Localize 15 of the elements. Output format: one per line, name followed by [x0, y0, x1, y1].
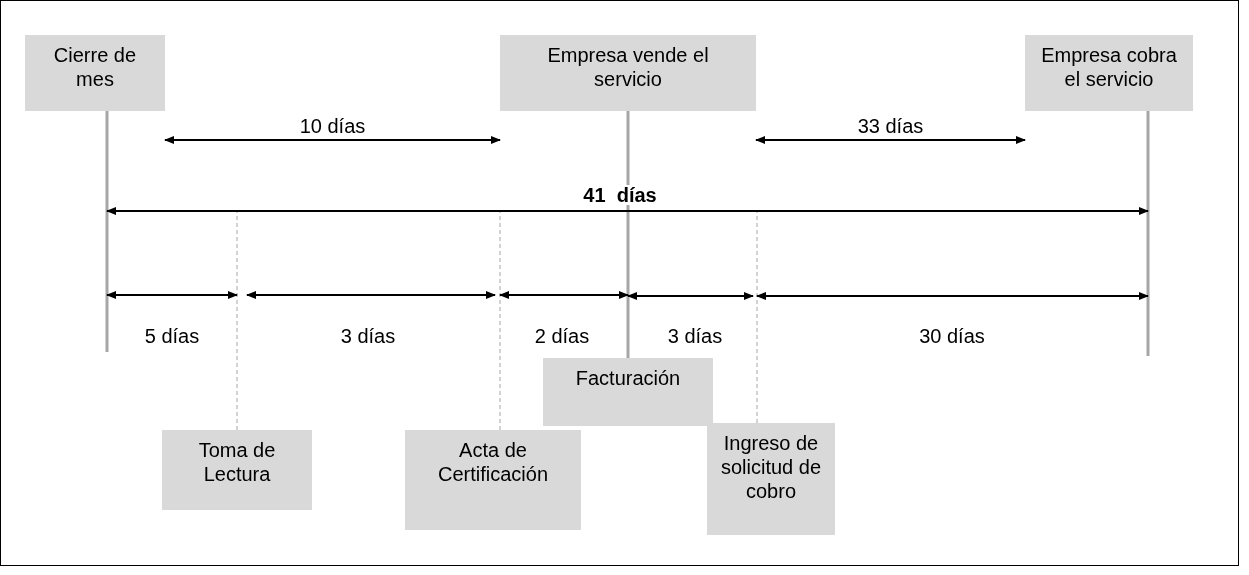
marker-line [1146, 111, 1150, 356]
marker-line [626, 111, 630, 358]
dashed-marker-line [756, 209, 758, 424]
event-box: Facturación [543, 358, 713, 426]
event-box: Empresa vende el servicio [500, 35, 756, 111]
dashed-marker-line [236, 209, 238, 431]
event-box: Empresa cobra el servicio [1025, 35, 1193, 111]
marker-line [105, 111, 109, 352]
event-box: Acta de Certificación [405, 430, 581, 530]
event-box: Ingreso de solicitud de cobro [707, 423, 835, 535]
event-box: Toma de Lectura [162, 430, 312, 510]
event-box: Cierre de mes [25, 35, 165, 111]
arrow [755, 136, 1026, 144]
dashed-marker-line [499, 209, 501, 431]
arrow [164, 136, 501, 144]
